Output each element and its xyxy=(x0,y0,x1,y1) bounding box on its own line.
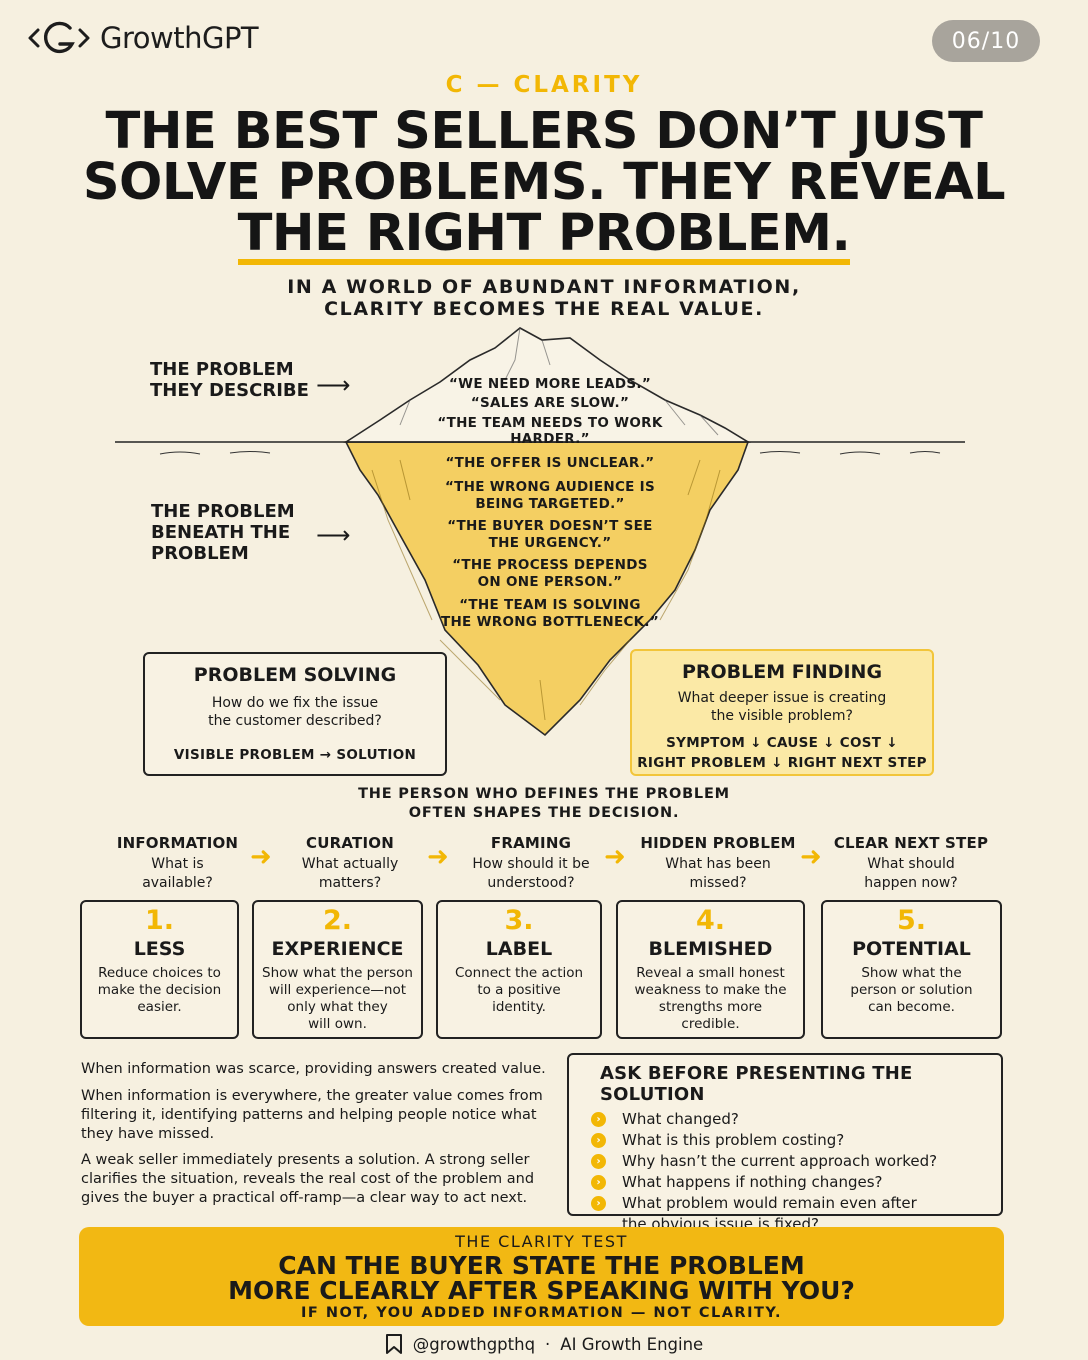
arrow-right-icon: ⟶ xyxy=(316,521,351,549)
brand: GrowthGPT xyxy=(26,18,259,58)
iceberg-illustration xyxy=(115,327,965,737)
problem-solving-box: PROBLEM SOLVING How do we fix the issue … xyxy=(143,652,447,776)
label-problem-beneath: THE PROBLEM BENEATH THE PROBLEM xyxy=(151,501,295,564)
chevron-right-icon: › xyxy=(591,1175,606,1190)
below-quote: “THE PROCESS DEPENDS ON ONE PERSON.” xyxy=(452,557,648,590)
below-quote: “THE OFFER IS UNCLEAR.” xyxy=(445,455,655,471)
paragraph-3: A weak seller immediately presents a sol… xyxy=(81,1152,535,1206)
banner-question: CAN THE BUYER STATE THE PROBLEM MORE CLE… xyxy=(228,1251,855,1305)
section-label: C — CLARITY xyxy=(445,72,643,98)
subhead-line-2: CLARITY BECOMES THE REAL VALUE. xyxy=(324,298,764,320)
paragraph-1: When information was scarce, providing a… xyxy=(81,1061,546,1077)
bookmark-icon xyxy=(385,1334,402,1354)
footer: @growthgpthq · AI Growth Engine xyxy=(0,1333,1088,1355)
card-less: 1. LESS Reduce choices to make the decis… xyxy=(80,900,239,1039)
clarity-test-banner: THE CLARITY TEST CAN THE BUYER STATE THE… xyxy=(79,1227,1004,1326)
card-blemished: 4. BLEMISHED Reveal a small honest weakn… xyxy=(616,900,805,1039)
page-indicator-badge: 06/10 xyxy=(932,20,1040,62)
list-item: ›What is this problem costing? xyxy=(591,1130,1001,1151)
above-quote: “SALES ARE SLOW.” xyxy=(470,395,630,411)
ask-questions-box: ASK BEFORE PRESENTING THE SOLUTION ›What… xyxy=(567,1053,1003,1233)
problem-finding-flow: SYMPTOM ↓ CAUSE ↓ COST ↓ RIGHT PROBLEM ↓… xyxy=(637,735,927,771)
card-experience: 2. EXPERIENCE Show what the person will … xyxy=(252,900,423,1039)
problem-finding-text: What deeper issue is creating the visibl… xyxy=(677,690,887,724)
growthgpt-logo-icon xyxy=(28,21,90,54)
iceberg-underwater xyxy=(344,441,750,737)
headline-line-2: SOLVE PROBLEMS. THEY REVEAL xyxy=(82,153,1006,212)
banner-subtext: IF NOT, YOU ADDED INFORMATION — NOT CLAR… xyxy=(301,1305,782,1321)
banner-kicker: THE CLARITY TEST xyxy=(455,1232,628,1251)
list-item: ›What happens if nothing changes? xyxy=(591,1172,1001,1193)
step-arrow-icon: ➜ xyxy=(250,842,272,872)
ask-list: ›What changed? ›What is this problem cos… xyxy=(591,1109,1001,1235)
below-quote: “THE BUYER DOESN’T SEE THE URGENCY.” xyxy=(447,518,653,551)
ask-title: ASK BEFORE PRESENTING THE SOLUTION xyxy=(600,1063,913,1105)
footer-handle[interactable]: @growthgpthq xyxy=(412,1334,536,1354)
water-ripples xyxy=(159,451,941,455)
headline-line-3: THE RIGHT PROBLEM. xyxy=(237,204,851,265)
step-arrow-icon: ➜ xyxy=(800,842,822,872)
chevron-right-icon: › xyxy=(591,1112,606,1127)
problem-finding-box: PROBLEM FINDING What deeper issue is cre… xyxy=(630,649,934,776)
step-arrow-icon: ➜ xyxy=(604,842,626,872)
below-quote: “THE WRONG AUDIENCE IS BEING TARGETED.” xyxy=(444,479,656,512)
footer-separator: · xyxy=(545,1334,551,1354)
above-quote: “WE NEED MORE LEADS.” xyxy=(448,376,652,392)
label-problem-they-describe: THE PROBLEM THEY DESCRIBE xyxy=(150,359,309,401)
step-arrow-icon: ➜ xyxy=(427,842,449,872)
footer-tagline: AI Growth Engine xyxy=(560,1334,704,1354)
card-potential: 5. POTENTIAL Show what the person or sol… xyxy=(821,900,1002,1039)
above-quote: “THE TEAM NEEDS TO WORK HARDER.” xyxy=(437,415,663,447)
subhead: IN A WORLD OF ABUNDANT INFORMATION, CLAR… xyxy=(0,276,1088,320)
card-label: 3. LABEL Connect the action to a positiv… xyxy=(436,900,602,1039)
list-item: ›What changed? xyxy=(591,1109,1001,1130)
chevron-right-icon: › xyxy=(591,1133,606,1148)
chevron-right-icon: › xyxy=(591,1154,606,1169)
problem-solving-title: PROBLEM SOLVING xyxy=(193,664,397,686)
problem-solving-text: How do we fix the issue the customer des… xyxy=(208,695,382,729)
chevron-right-icon: › xyxy=(591,1196,606,1211)
brand-name: GrowthGPT xyxy=(100,21,259,55)
headline-line-1: THE BEST SELLERS DON’T JUST xyxy=(105,102,983,161)
iceberg-tip xyxy=(343,327,751,443)
problem-finding-title: PROBLEM FINDING xyxy=(681,661,883,683)
list-item: ›Why hasn’t the current approach worked? xyxy=(591,1151,1001,1172)
below-quote: “THE TEAM IS SOLVING THE WRONG BOTTLENEC… xyxy=(440,597,660,630)
arrow-right-icon: ⟶ xyxy=(316,371,351,399)
paragraph-2: When information is everywhere, the grea… xyxy=(81,1088,543,1142)
subhead-line-1: IN A WORLD OF ABUNDANT INFORMATION, xyxy=(287,276,801,298)
iceberg-hatching xyxy=(371,459,721,721)
define-statement: THE PERSON WHO DEFINES THE PROBLEM OFTEN… xyxy=(358,786,730,821)
headline: THE BEST SELLERS DON’T JUST SOLVE PROBLE… xyxy=(80,106,1008,265)
iceberg-tip-hatching xyxy=(399,327,719,436)
problem-solving-flow: VISIBLE PROBLEM → SOLUTION xyxy=(173,747,417,763)
